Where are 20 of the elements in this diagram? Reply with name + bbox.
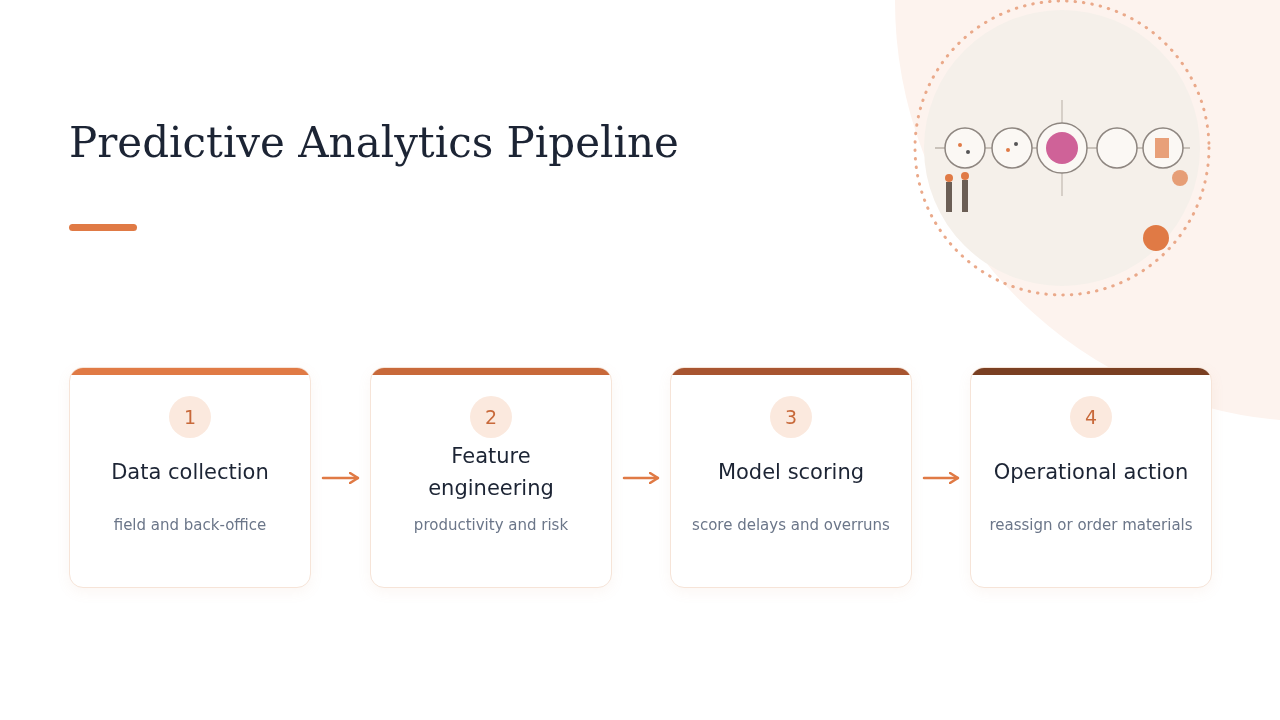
title: Predictive Analytics Pipeline [69, 118, 679, 167]
step-heading: Feature engineering [427, 443, 555, 502]
arrow [622, 471, 660, 485]
step-number: 3 [770, 396, 812, 438]
step-heading: Model scoring [717, 459, 865, 486]
step-card [370, 367, 612, 588]
step-number: 1 [169, 396, 211, 438]
step-description: reassign or order materials [989, 516, 1193, 534]
step-heading: Operational action [993, 459, 1189, 486]
step-number: 4 [1070, 396, 1112, 438]
step-description: field and back-office [113, 516, 267, 534]
step-card [970, 367, 1212, 588]
step-description: score delays and overruns [692, 516, 890, 534]
step-card [670, 367, 912, 588]
step-card [69, 367, 311, 588]
step-description: productivity and risk [413, 516, 569, 534]
step-heading: Data collection [111, 459, 269, 486]
arrow [321, 471, 360, 485]
arrow [922, 471, 960, 485]
step-number: 2 [470, 396, 512, 438]
